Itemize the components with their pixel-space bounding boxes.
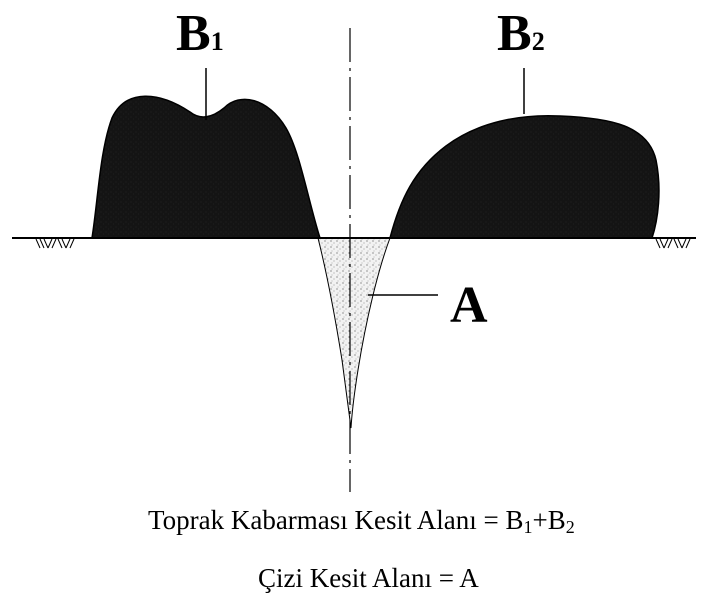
mound-b2 [389,114,660,239]
ground-hatch-left [35,238,75,249]
trench-a [317,237,391,429]
label-b1-subscript: 1 [210,27,224,56]
label-b2-letter: B [497,5,532,62]
caption-swell-area: Toprak Kabarması Kesit Alanı = B1+B2 [148,505,575,537]
caption-trench-area: Çizi Kesit Alanı = A [258,563,479,593]
ground-hatch-right [655,238,691,249]
label-b1-letter: B [176,5,211,62]
label-b1: B1 [176,8,224,60]
label-b2-subscript: 2 [531,27,545,56]
label-a: A [450,277,488,334]
mound-b1 [91,95,322,239]
caption1-plus: +B [532,505,566,535]
caption1-sub2: 2 [565,517,575,537]
caption1-prefix: Toprak Kabarması Kesit Alanı = B [148,505,524,535]
caption1-sub1: 1 [523,517,533,537]
label-b2: B2 [497,8,545,60]
